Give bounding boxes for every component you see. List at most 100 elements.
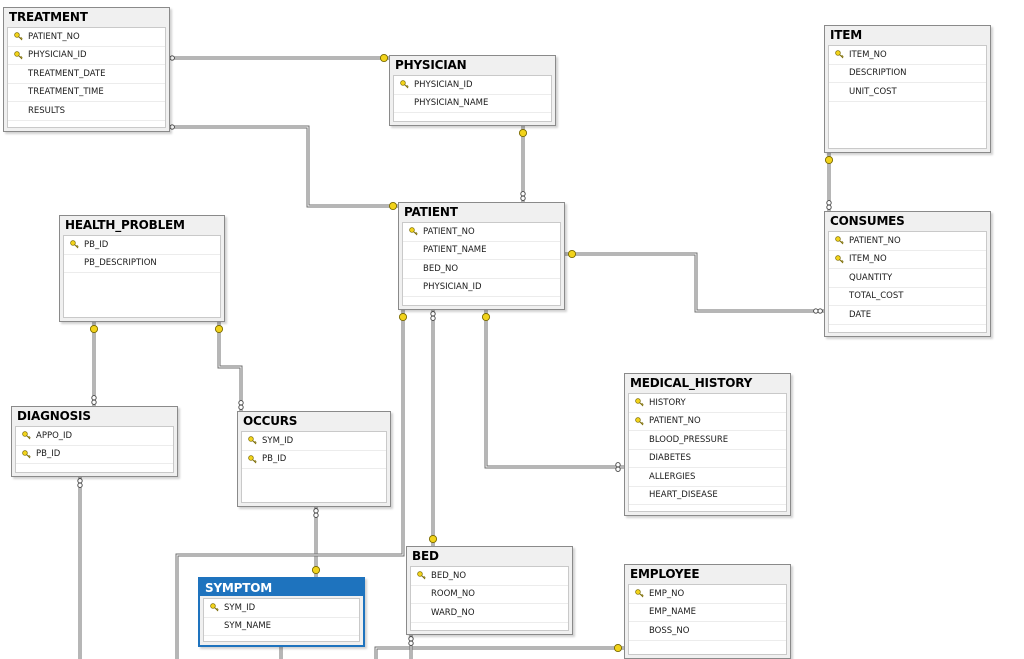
key-icon xyxy=(16,431,36,440)
column-row[interactable]: ITEM_NO xyxy=(829,251,986,269)
column-name: BOSS_NO xyxy=(649,625,690,636)
rel-patient-consumes[interactable] xyxy=(565,249,824,314)
table-physician[interactable]: PHYSICIAN PHYSICIAN_ID PHYSICIAN_NAME xyxy=(389,55,556,126)
table-title[interactable]: SYMPTOM xyxy=(200,579,363,596)
column-row[interactable]: PB_ID xyxy=(64,236,220,255)
column-name: EMP_NAME xyxy=(649,607,696,618)
table-title[interactable]: EMPLOYEE xyxy=(630,567,700,581)
key-icon xyxy=(824,155,834,165)
column-name: SYM_ID xyxy=(224,602,256,613)
rel-physician-patient[interactable] xyxy=(518,126,528,202)
column-name: WARD_NO xyxy=(431,607,475,618)
column-row[interactable]: WARD_NO xyxy=(411,604,568,623)
rel-diagnosis-down[interactable] xyxy=(77,477,83,659)
column-row[interactable]: PHYSICIAN_ID xyxy=(403,279,560,297)
column-name: PHYSICIAN_ID xyxy=(414,79,473,90)
table-title[interactable]: PATIENT xyxy=(404,205,458,219)
column-row[interactable]: APPO_ID xyxy=(16,427,173,446)
key-icon xyxy=(311,565,321,575)
rel-bed-down[interactable] xyxy=(408,635,414,659)
column-row[interactable]: DIABETES xyxy=(629,450,786,468)
column-name: PATIENT_NO xyxy=(649,416,701,427)
column-row[interactable]: TOTAL_COST xyxy=(829,288,986,306)
column-row[interactable]: PATIENT_NAME xyxy=(403,242,560,260)
key-icon xyxy=(214,324,224,334)
column-row[interactable]: RESULTS xyxy=(8,102,165,121)
key-icon xyxy=(613,643,623,653)
table-title[interactable]: HEALTH_PROBLEM xyxy=(65,218,185,232)
table-title[interactable]: MEDICAL_HISTORY xyxy=(630,376,753,390)
column-row[interactable]: EMP_NO xyxy=(629,585,786,604)
table-symptom[interactable]: SYMPTOM SYM_ID SYM_NAME xyxy=(198,577,365,647)
column-row[interactable]: BED_NO xyxy=(403,260,560,279)
table-title[interactable]: CONSUMES xyxy=(830,214,905,228)
column-row[interactable]: ITEM_NO xyxy=(829,46,986,65)
table-title[interactable]: OCCURS xyxy=(243,414,298,428)
column-name: DATE xyxy=(849,309,872,320)
column-row[interactable]: QUANTITY xyxy=(829,269,986,288)
rel-patient-bed[interactable] xyxy=(428,310,438,546)
column-row[interactable]: PATIENT_NO xyxy=(829,232,986,251)
column-row[interactable]: SYM_ID xyxy=(204,599,359,618)
column-row[interactable]: TREATMENT_DATE xyxy=(8,65,165,84)
infinity-icon xyxy=(520,191,526,201)
rel-patient-medhistory[interactable] xyxy=(481,310,624,472)
rel-treatment-patient[interactable] xyxy=(165,124,398,211)
key-icon xyxy=(629,589,649,598)
table-title[interactable]: BED xyxy=(412,549,439,563)
rel-item-consumes[interactable] xyxy=(824,153,834,211)
column-row[interactable]: PB_ID xyxy=(16,446,173,464)
column-row[interactable]: SYM_ID xyxy=(242,432,386,451)
column-row[interactable]: PATIENT_NO xyxy=(629,413,786,431)
rel-healthproblem-occurs[interactable] xyxy=(214,322,244,411)
rel-occurs-symptom[interactable] xyxy=(311,507,321,577)
column-name: ITEM_NO xyxy=(849,49,887,60)
key-icon xyxy=(8,51,28,60)
column-row[interactable]: PB_ID xyxy=(242,451,386,469)
key-icon xyxy=(829,50,849,59)
column-row[interactable]: SYM_NAME xyxy=(204,618,359,636)
column-row[interactable]: HEART_DISEASE xyxy=(629,487,786,505)
column-row[interactable]: TREATMENT_TIME xyxy=(8,84,165,102)
rel-employee-self[interactable] xyxy=(374,643,624,659)
key-icon xyxy=(411,571,431,580)
table-employee[interactable]: EMPLOYEE EMP_NO EMP_NAME BOSS_NO xyxy=(624,564,791,659)
table-medical-history[interactable]: MEDICAL_HISTORY HISTORY PATIENT_NO BLOOD_PR… xyxy=(624,373,791,516)
column-row[interactable]: HISTORY xyxy=(629,394,786,413)
column-row[interactable]: BLOOD_PRESSURE xyxy=(629,431,786,450)
column-row[interactable]: ROOM_NO xyxy=(411,586,568,604)
column-row[interactable]: PATIENT_NO xyxy=(8,28,165,47)
key-icon xyxy=(518,128,528,138)
table-title[interactable]: DIAGNOSIS xyxy=(17,409,91,423)
table-title[interactable]: ITEM xyxy=(830,28,862,42)
column-row[interactable]: DESCRIPTION xyxy=(829,65,986,83)
column-row[interactable]: ALLERGIES xyxy=(629,468,786,487)
column-row[interactable]: BOSS_NO xyxy=(629,622,786,641)
column-row[interactable]: PHYSICIAN_NAME xyxy=(394,95,551,113)
column-row[interactable]: EMP_NAME xyxy=(629,604,786,622)
column-row[interactable]: PATIENT_NO xyxy=(403,223,560,242)
column-row[interactable]: PHYSICIAN_ID xyxy=(394,76,551,95)
rel-treatment-physician[interactable] xyxy=(165,53,389,63)
table-title[interactable]: PHYSICIAN xyxy=(395,58,467,72)
column-row[interactable]: PB_DESCRIPTION xyxy=(64,255,220,273)
rel-healthproblem-diagnosis[interactable] xyxy=(89,322,99,406)
column-name: TOTAL_COST xyxy=(849,291,904,302)
column-row[interactable]: PHYSICIAN_ID xyxy=(8,47,165,65)
column-name: DIABETES xyxy=(649,453,692,464)
column-row[interactable]: BED_NO xyxy=(411,567,568,586)
column-row[interactable]: DATE xyxy=(829,306,986,325)
column-row[interactable]: UNIT_COST xyxy=(829,83,986,102)
table-title[interactable]: TREATMENT xyxy=(9,10,88,24)
